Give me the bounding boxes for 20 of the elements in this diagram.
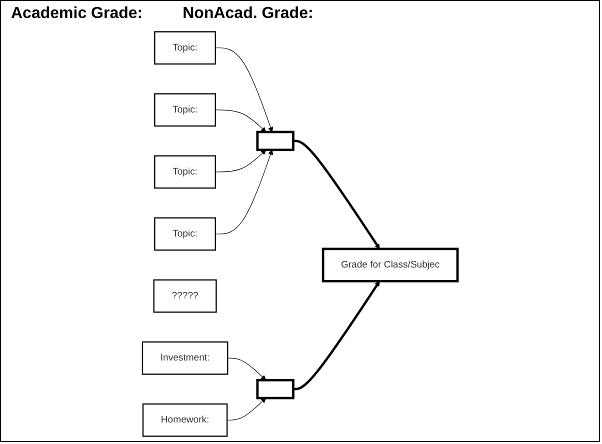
arrow — [227, 358, 266, 380]
arrow — [293, 140, 380, 250]
node-box: Homework: — [142, 403, 228, 437]
node-box: Topic: — [154, 31, 216, 65]
arrow — [215, 150, 274, 234]
arrow — [293, 280, 380, 390]
arrow — [215, 110, 266, 132]
node-box: Grade for Class/Subjec — [322, 248, 459, 282]
section-heading: Academic Grade: — [11, 5, 143, 23]
node-box: Topic: — [154, 93, 216, 127]
section-heading: NonAcad. Grade: — [182, 5, 314, 23]
arrow — [215, 48, 274, 132]
node-box — [256, 130, 294, 152]
node-box — [256, 378, 294, 400]
node-box: Topic: — [154, 217, 216, 251]
arrow — [215, 150, 266, 172]
arrow — [226, 398, 266, 420]
node-box: Investment: — [142, 341, 228, 375]
node-box: Topic: — [154, 155, 216, 189]
node-box: ????? — [153, 279, 217, 313]
